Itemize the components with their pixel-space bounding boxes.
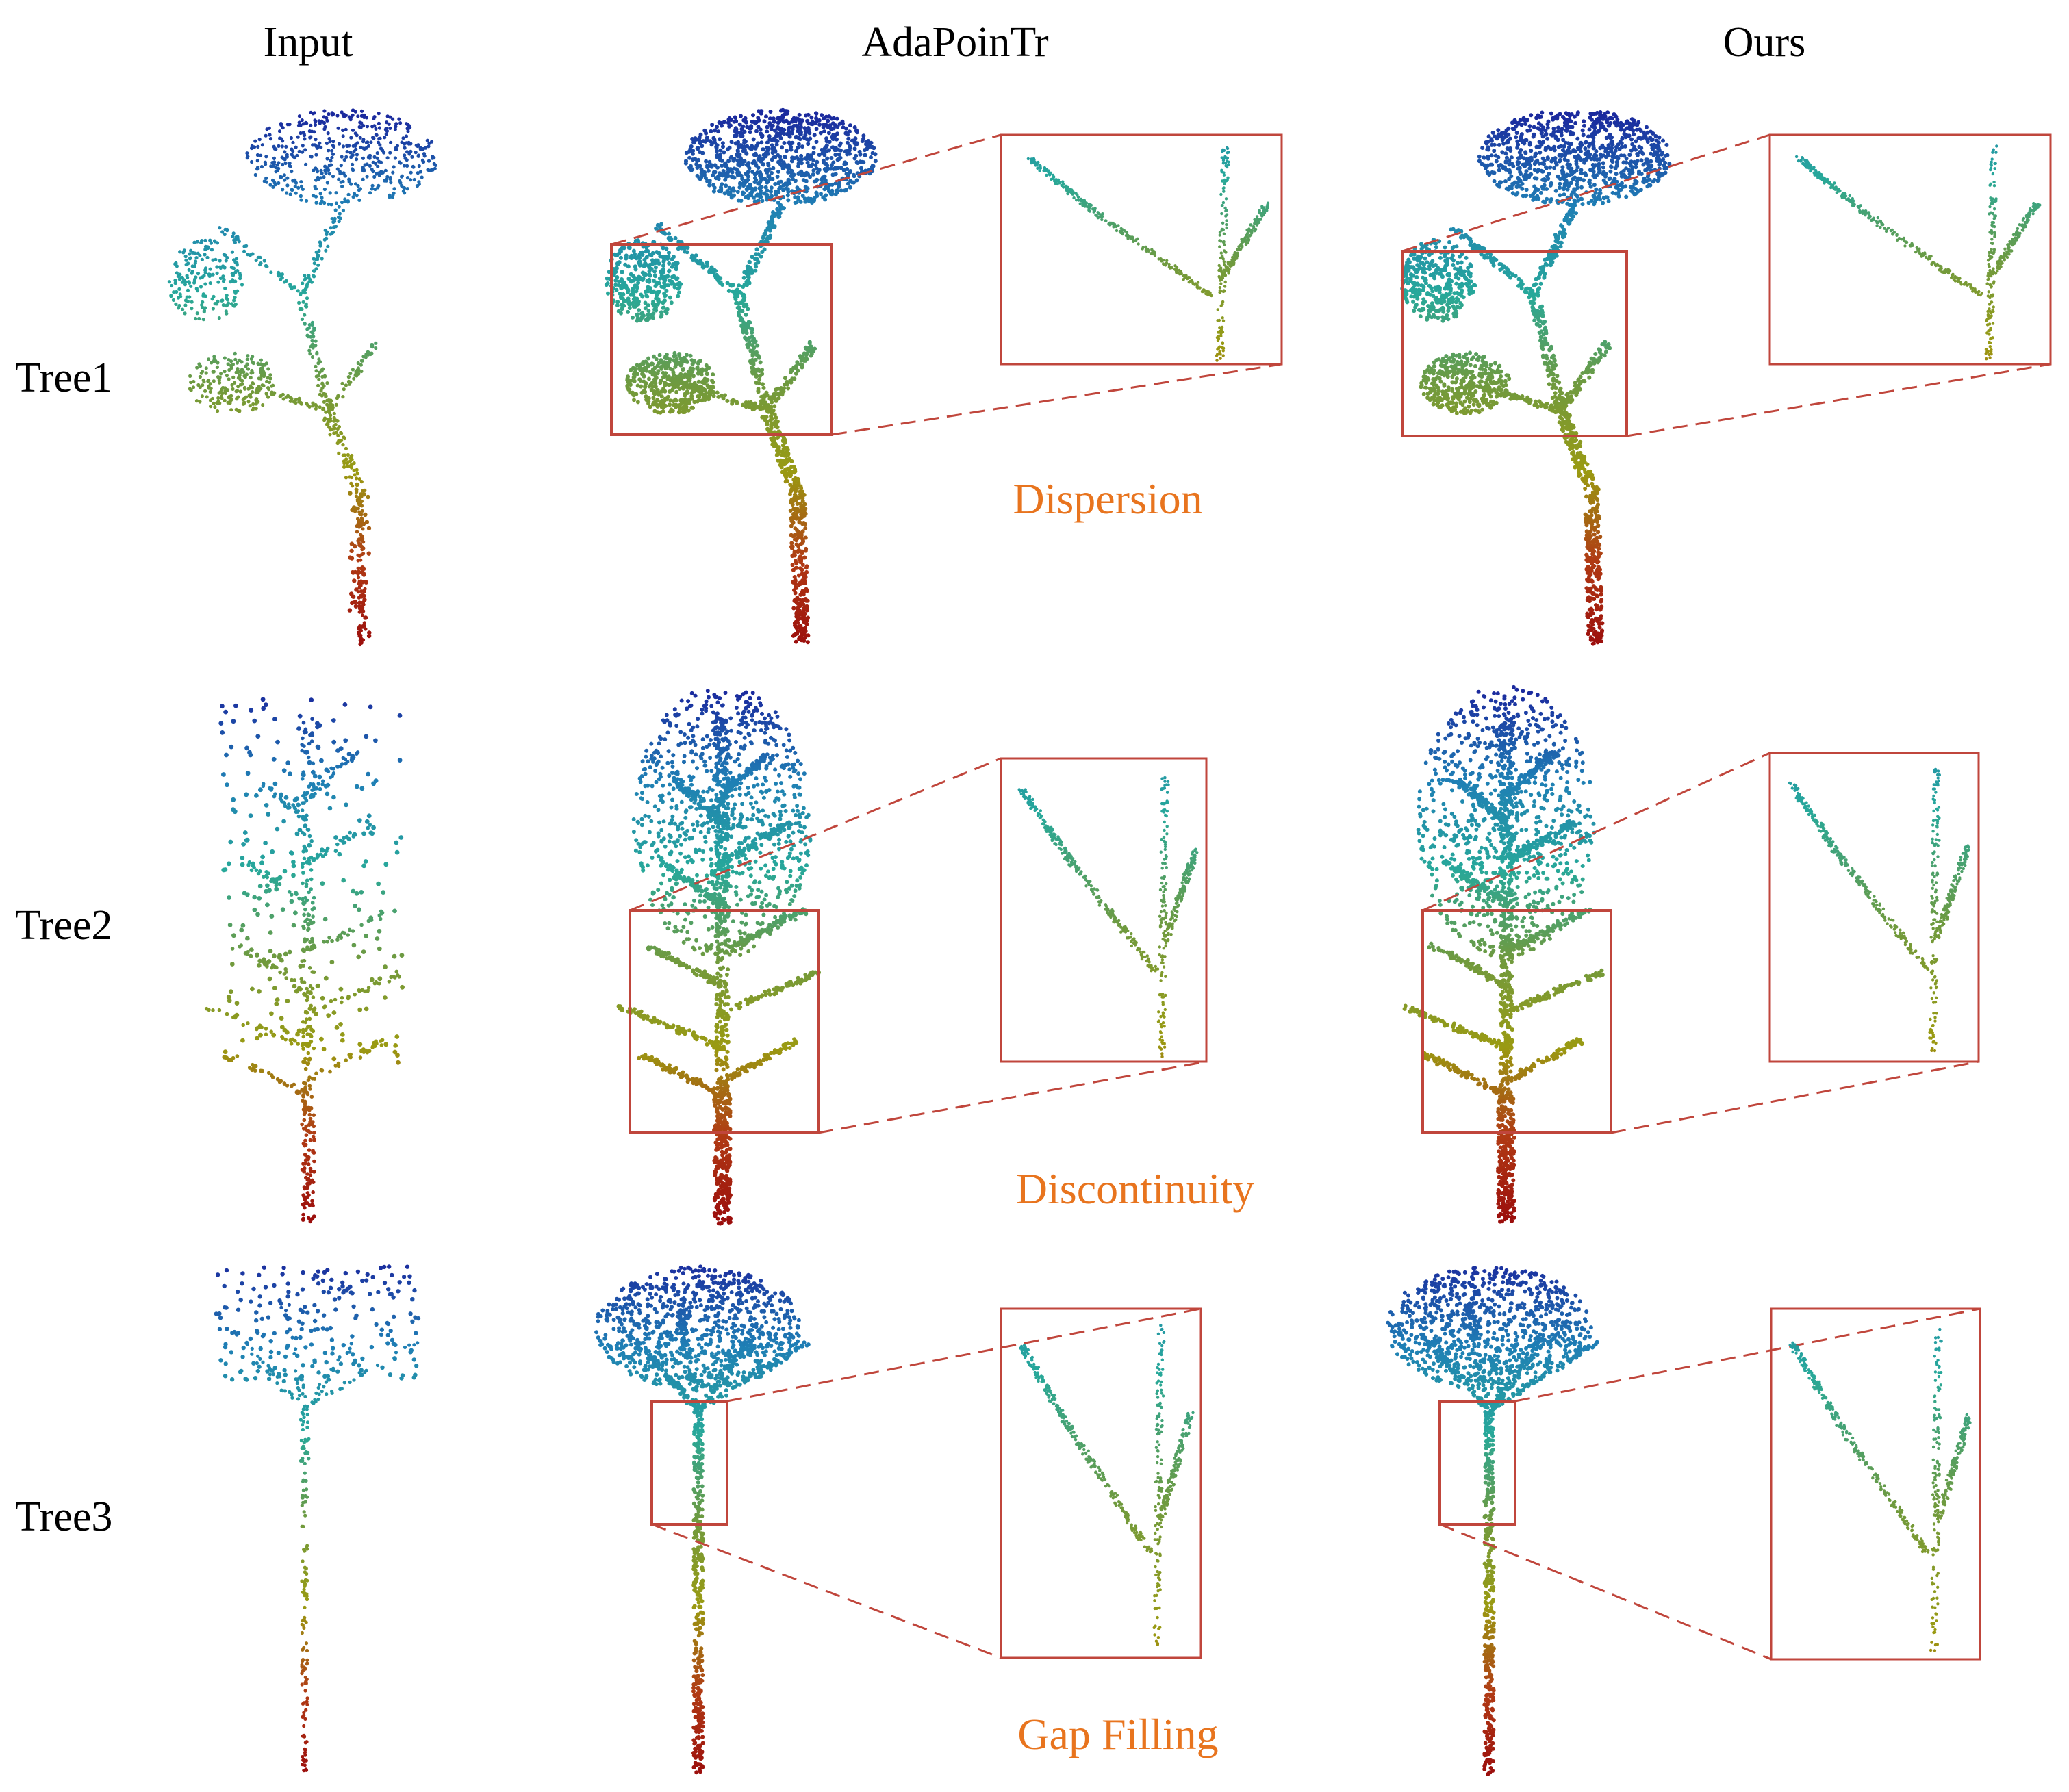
column-title-ours: Ours bbox=[1723, 19, 1806, 66]
zoom-box-icon bbox=[629, 909, 820, 1134]
row-label-tree1: Tree1 bbox=[15, 355, 112, 401]
connector-dash-icon bbox=[1514, 1307, 1981, 1403]
connector-dash-icon bbox=[1626, 363, 2051, 437]
tree3-ours-cloud bbox=[1386, 1266, 1599, 1776]
column-title-input: Input bbox=[264, 19, 353, 66]
connector-dash-icon bbox=[726, 1307, 1202, 1403]
tree2-ours-cloud bbox=[1402, 684, 1605, 1224]
tree1-ours-cloud bbox=[1400, 110, 1672, 646]
connector-dash-icon bbox=[1401, 133, 1770, 253]
connector-dash-icon bbox=[629, 757, 1002, 912]
zoom-inset-cloud bbox=[1017, 776, 1199, 1059]
annotation-gap-filling: Gap Filling bbox=[1017, 1710, 1218, 1758]
row-label-tree3: Tree3 bbox=[15, 1494, 112, 1540]
zoom-layer bbox=[610, 133, 2052, 1661]
tree3-input-cloud bbox=[214, 1264, 421, 1773]
zoom-tree1-ours bbox=[1401, 133, 2052, 437]
zoom-box-icon bbox=[1438, 1400, 1516, 1526]
column-title-adapointr: AdaPoinTr bbox=[861, 19, 1049, 66]
zoom-box-icon bbox=[1401, 250, 1628, 437]
connector-dash-icon bbox=[1610, 1060, 1979, 1134]
tree3-adapointr-cloud bbox=[594, 1264, 811, 1775]
zoom-inset-cloud bbox=[1019, 1324, 1195, 1646]
connector-dash-icon bbox=[1422, 752, 1770, 912]
zoom-box-icon bbox=[610, 243, 833, 436]
zoom-inset-cloud bbox=[1788, 1327, 1972, 1652]
tree1-input-cloud bbox=[167, 108, 437, 647]
zoom-tree3-ours bbox=[1438, 1307, 1981, 1661]
zoom-tree2-adapointr bbox=[629, 757, 1208, 1134]
connector-dash-icon bbox=[651, 1523, 1002, 1659]
connector-dash-icon bbox=[611, 133, 1002, 246]
connector-dash-icon bbox=[817, 1060, 1207, 1134]
zoom-box-icon bbox=[650, 1400, 728, 1526]
tree1-adapointr-cloud bbox=[604, 107, 878, 645]
zoom-inset-cloud bbox=[1788, 767, 1970, 1053]
connector-dash-icon bbox=[1439, 1523, 1772, 1661]
annotation-discontinuity: Discontinuity bbox=[1016, 1164, 1254, 1213]
point-cloud-layer bbox=[167, 107, 1672, 1776]
row-label-tree2: Tree2 bbox=[15, 902, 112, 949]
zoom-inset-cloud bbox=[1026, 146, 1270, 362]
zoom-tree2-ours bbox=[1421, 752, 1980, 1134]
tree2-adapointr-cloud bbox=[616, 689, 821, 1226]
zoom-inset-cloud bbox=[1794, 144, 2042, 361]
tree2-input-cloud bbox=[204, 697, 405, 1224]
zoom-box-icon bbox=[1421, 909, 1612, 1134]
annotation-dispersion: Dispersion bbox=[1013, 474, 1202, 523]
connector-dash-icon bbox=[831, 363, 1282, 436]
zoom-tree3-adapointr bbox=[650, 1307, 1202, 1659]
zoom-tree1-adapointr bbox=[610, 133, 1283, 436]
